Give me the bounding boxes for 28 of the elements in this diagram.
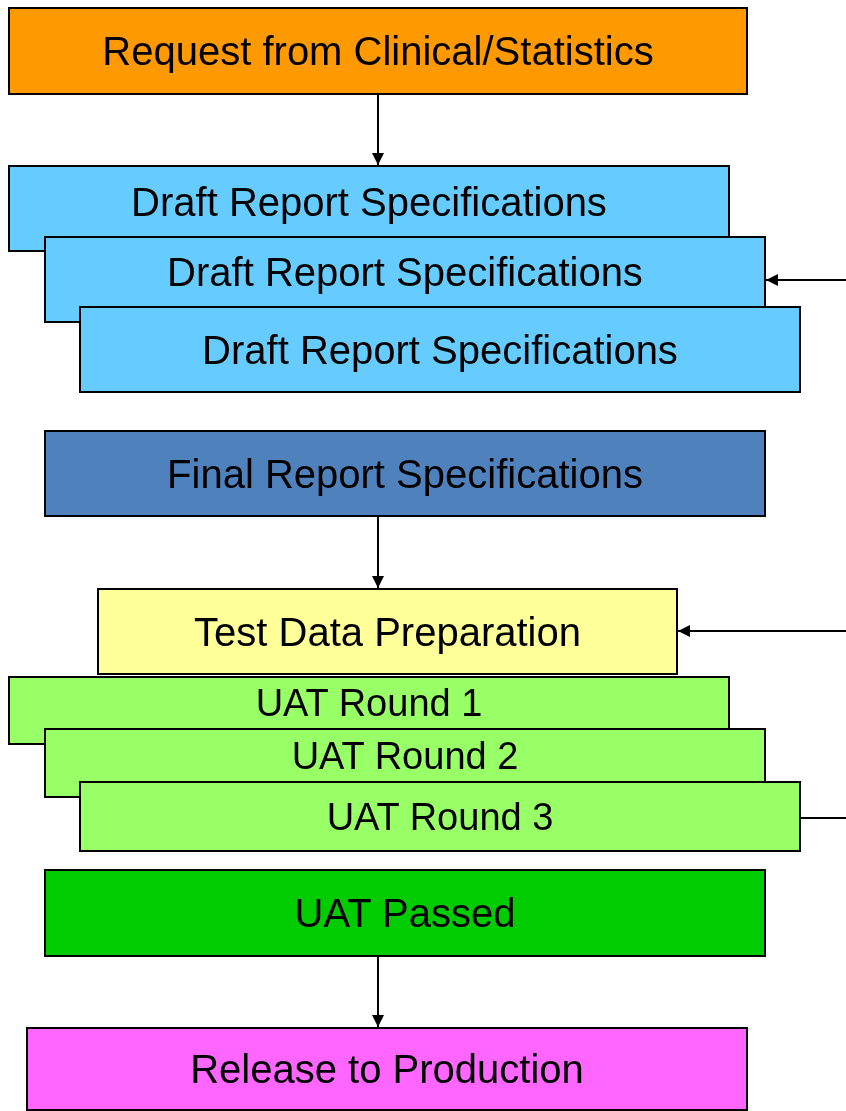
box-label: Request from Clinical/Statistics [102, 29, 654, 73]
box-label: Release to Production [190, 1047, 584, 1091]
arrow [372, 516, 384, 589]
process-box [8, 676, 730, 728]
process-box [44, 430, 766, 517]
box-label: UAT Passed [294, 891, 516, 935]
connector-line [800, 817, 846, 819]
box-label: Draft Report Specifications [131, 179, 607, 224]
box-label: Test Data Preparation [194, 609, 581, 654]
process-box [44, 728, 766, 781]
process-box [79, 306, 801, 393]
process-box [26, 1027, 748, 1111]
arrow [765, 274, 846, 286]
box-label: UAT Round 3 [326, 796, 554, 837]
process-box [44, 236, 766, 306]
box-label: Draft Report Specifications [202, 327, 678, 372]
box-label: Final Report Specifications [167, 451, 643, 496]
box-label: Draft Report Specifications [167, 250, 643, 294]
process-box [8, 7, 748, 95]
process-box [97, 588, 678, 675]
process-box [44, 869, 766, 957]
box-label: UAT Round 2 [291, 735, 519, 776]
arrow [372, 956, 384, 1028]
arrow [677, 625, 846, 637]
box-label: UAT Round 1 [255, 683, 483, 723]
arrow [372, 94, 384, 166]
process-box [8, 165, 730, 236]
process-box [79, 781, 801, 852]
